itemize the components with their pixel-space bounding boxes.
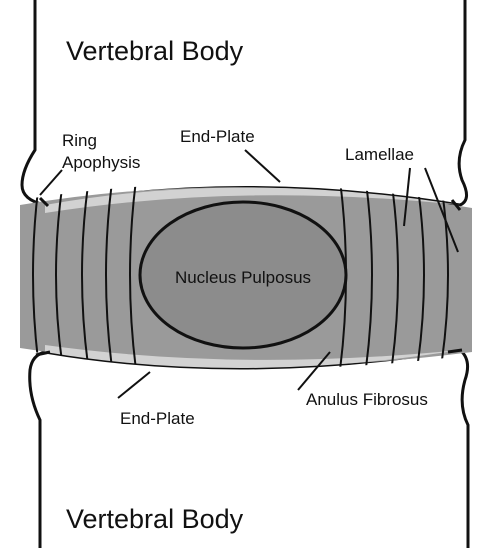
label-nucleus-pulposus: Nucleus Pulposus — [175, 268, 311, 287]
label-lamellae: Lamellae — [345, 145, 414, 164]
label-ring-apophysis-1: Ring — [62, 131, 97, 150]
label-anulus-fibrosus: Anulus Fibrosus — [306, 390, 428, 409]
label-end-plate-bottom: End-Plate — [120, 409, 195, 428]
label-vertebral-body-top: Vertebral Body — [66, 36, 244, 66]
ring-apophysis-mark-right-bottom — [448, 350, 462, 352]
upper-vertebral-body — [22, 0, 467, 205]
label-end-plate-top: End-Plate — [180, 127, 255, 146]
label-vertebral-body-bottom: Vertebral Body — [66, 504, 244, 534]
label-ring-apophysis-2: Apophysis — [62, 153, 140, 172]
